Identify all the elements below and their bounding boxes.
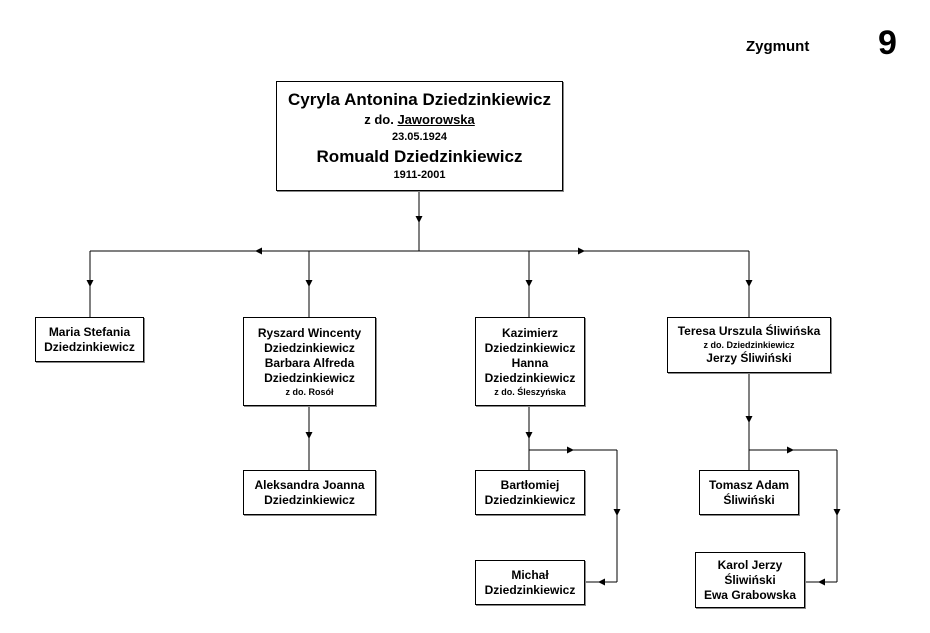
page-number: 9 xyxy=(878,24,897,62)
kazimierz-line5: z do. Śleszyńska xyxy=(494,386,566,397)
person-box-tomasz: Tomasz Adam Śliwiński xyxy=(699,470,799,515)
aleksandra-line2: Dziedzinkiewicz xyxy=(264,492,355,507)
michal-line1: Michał xyxy=(511,567,549,582)
person-box-karol: Karol Jerzy Śliwiński Ewa Grabowska xyxy=(695,552,805,608)
tomasz-line1: Tomasz Adam xyxy=(708,477,789,492)
ryszard-line2: Dziedzinkiewicz xyxy=(264,340,355,355)
bartlomiej-line2: Dziedzinkiewicz xyxy=(484,492,576,507)
maria-line1: Maria Stefania xyxy=(48,324,131,339)
branch-name: Zygmunt xyxy=(746,38,810,55)
karol-line2: Śliwiński xyxy=(724,572,776,587)
kazimierz-line1: Kazimierz xyxy=(501,325,559,340)
maria-line2: Dziedzinkiewicz xyxy=(44,339,135,354)
kazimierz-line3: Hanna xyxy=(511,355,549,370)
teresa-line1: Teresa Urszula Śliwińska xyxy=(677,324,821,338)
kazimierz-line2: Dziedzinkiewicz xyxy=(484,340,576,355)
aleksandra-line1: Aleksandra Joanna xyxy=(254,477,365,492)
root-name: Cyryla Antonina Dziedzinkiewicz xyxy=(288,90,551,109)
root-spouse: Romuald Dziedzinkiewicz xyxy=(316,147,523,166)
person-box-michal: Michał Dziedzinkiewicz xyxy=(475,560,585,605)
root-maiden: z do. Jaworowska xyxy=(364,111,475,129)
teresa-line2: z do. Dziedzinkiewicz xyxy=(703,340,795,350)
teresa-line3: Jerzy Śliwiński xyxy=(706,351,792,365)
person-box-teresa: Teresa Urszula Śliwińska z do. Dziedzink… xyxy=(667,317,831,373)
person-box-ryszard: Ryszard Wincenty Dziedzinkiewicz Barbara… xyxy=(243,317,376,406)
ryszard-line4: Dziedzinkiewicz xyxy=(264,370,355,385)
root-maiden-name: Jaworowska xyxy=(397,112,475,127)
karol-line1: Karol Jerzy xyxy=(717,557,783,572)
ryszard-line1: Ryszard Wincenty xyxy=(257,325,362,340)
root-spouse-years: 1911-2001 xyxy=(393,169,446,181)
person-box-bartlomiej: Bartłomiej Dziedzinkiewicz xyxy=(475,470,585,515)
karol-line3: Ewa Grabowska xyxy=(703,587,797,602)
ryszard-line5: z do. Rosół xyxy=(285,386,334,397)
root-date: 23.05.1924 xyxy=(391,131,448,143)
ryszard-line3: Barbara Alfreda xyxy=(264,355,355,370)
person-box-aleksandra: Aleksandra Joanna Dziedzinkiewicz xyxy=(243,470,376,515)
person-box-maria: Maria Stefania Dziedzinkiewicz xyxy=(35,317,144,362)
bartlomiej-line1: Bartłomiej xyxy=(500,477,560,492)
tomasz-line2: Śliwiński xyxy=(723,492,775,507)
person-box-kazimierz: Kazimierz Dziedzinkiewicz Hanna Dziedzin… xyxy=(475,317,585,406)
kazimierz-line4: Dziedzinkiewicz xyxy=(484,370,576,385)
root-person-box: Cyryla Antonina Dziedzinkiewicz z do. Ja… xyxy=(276,81,563,191)
michal-line2: Dziedzinkiewicz xyxy=(484,582,576,597)
root-maiden-prefix: z do. xyxy=(364,112,394,127)
